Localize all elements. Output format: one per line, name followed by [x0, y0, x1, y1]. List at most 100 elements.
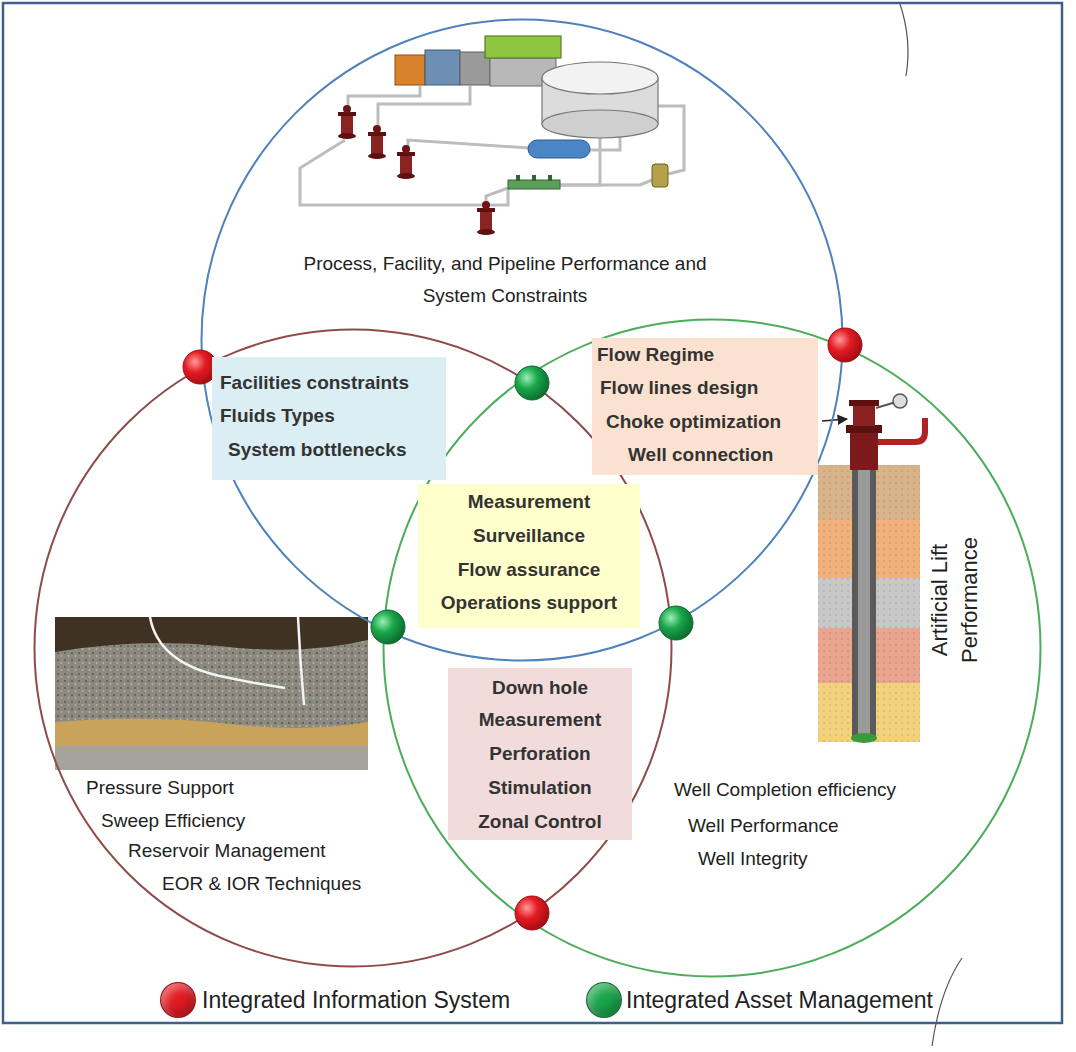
pipe	[348, 86, 420, 112]
text-slot: Facilities constraints	[220, 371, 409, 395]
green-junction-dot	[659, 606, 693, 640]
wellhead-symbol	[397, 145, 415, 179]
overlap-box: Facilities constraintsFluids TypesSystem…	[212, 357, 446, 480]
wellhead-symbol	[341, 114, 353, 136]
circle-caption: Process, Facility, and Pipeline Performa…	[275, 248, 735, 312]
frame-border	[3, 3, 1062, 1023]
wellhead-illustration	[853, 404, 875, 426]
wellhead-illustration	[846, 425, 882, 433]
circle-item: Pressure Support	[86, 772, 234, 804]
wellhead-symbol	[402, 145, 410, 153]
wellhead-symbol	[343, 105, 351, 113]
wellhead-symbol	[480, 210, 492, 232]
wellhead-illustration	[878, 418, 925, 442]
text-slot: Integrated Information System	[202, 986, 510, 1014]
text-slot: Perforation	[448, 742, 632, 766]
text-slot: Operations support	[418, 591, 640, 615]
circle-item: Artificial Lift Performance	[925, 505, 985, 695]
process-skid	[485, 36, 561, 58]
box-item: Fluids Types	[220, 404, 335, 428]
text-slot: Well Performance	[688, 810, 839, 842]
wellhead-symbol	[400, 154, 412, 176]
red-junction-dot	[515, 896, 549, 930]
wellbore-illustration	[852, 440, 876, 740]
wellhead-illustration	[849, 400, 879, 406]
circle-outline	[384, 320, 1041, 977]
text-slot: Flow Regime	[597, 343, 714, 367]
circle-item: Well Performance	[688, 810, 839, 842]
pipe	[378, 86, 470, 132]
box-item: Facilities constraints	[220, 371, 409, 395]
storage-tank	[542, 62, 658, 94]
wellbore-illustration	[858, 440, 870, 740]
wellhead-symbol	[368, 153, 386, 159]
box-item: Choke optimization	[606, 410, 781, 434]
wellhead-symbol	[482, 201, 490, 209]
reservoir-illustration	[150, 617, 285, 688]
text-slot: Flow assurance	[418, 558, 640, 582]
box-item: Operations support	[441, 591, 617, 615]
text-slot: Sweep Efficiency	[101, 805, 245, 837]
box-item: Flow Regime	[597, 343, 714, 367]
green-junction-dot	[515, 366, 549, 400]
legend-label: Integrated Asset Management	[626, 986, 933, 1014]
box-item: Stimulation	[488, 776, 591, 800]
red-junction-dot	[183, 350, 217, 384]
box-item: Flow assurance	[458, 558, 601, 582]
process-skid	[425, 50, 460, 85]
text-slot: Surveillance	[418, 524, 640, 548]
wellhead-symbol	[368, 125, 386, 159]
wellhead-symbol	[338, 105, 356, 139]
reservoir-illustration	[55, 617, 368, 652]
overlap-box: Flow RegimeFlow lines designChoke optimi…	[592, 338, 818, 475]
text-slot: Stimulation	[448, 776, 632, 800]
box-item: Zonal Control	[478, 810, 601, 834]
small-tank	[652, 164, 668, 187]
reservoir-illustration	[55, 617, 368, 770]
text-slot: Zonal Control	[448, 810, 632, 834]
manifold	[508, 175, 560, 189]
pipe	[408, 140, 530, 152]
reservoir-illustration	[298, 617, 304, 705]
text-slot: Integrated Asset Management	[626, 986, 933, 1014]
scan-mark	[900, 4, 908, 76]
process-skid	[395, 55, 425, 85]
circle-item: Reservoir Management	[128, 835, 325, 867]
storage-tank	[542, 62, 658, 138]
wellhead-illustration	[893, 394, 907, 408]
pipe	[300, 140, 508, 205]
box-item: System bottlenecks	[228, 438, 406, 462]
circle-item: EOR & IOR Techniques	[162, 868, 361, 900]
circle-outline	[35, 330, 672, 967]
text-slot: Well connection	[628, 443, 773, 467]
wellhead-illustration	[850, 430, 878, 470]
wellbore-illustration	[818, 440, 920, 743]
text-slot: Well Completion efficiency	[674, 774, 896, 806]
text-slot: Flow lines design	[600, 376, 758, 400]
manifold	[532, 175, 536, 181]
wellhead-symbol	[477, 229, 495, 235]
circle-item: Well Completion efficiency	[674, 774, 896, 806]
text-slot: EOR & IOR Techniques	[162, 868, 361, 900]
process-skid	[395, 36, 561, 86]
pointer-arrow	[822, 419, 847, 421]
legend-swatch	[586, 982, 622, 1018]
wellhead-symbol	[373, 125, 381, 133]
box-item: Perforation	[489, 742, 590, 766]
circle-item: Well Integrity	[698, 843, 807, 875]
circle-outline	[202, 20, 843, 661]
overlap-box: MeasurementSurveillanceFlow assuranceOpe…	[418, 484, 640, 628]
box-item: Surveillance	[473, 524, 585, 548]
overlap-box: Down hole MeasurementPerforationStimulat…	[448, 668, 632, 840]
text-slot: Fluids Types	[220, 404, 335, 428]
reservoir-illustration	[55, 746, 368, 770]
text-slot: Choke optimization	[606, 410, 781, 434]
pipe	[560, 180, 652, 185]
wellhead-symbol	[397, 173, 415, 179]
legend-swatch	[160, 982, 196, 1018]
green-junction-dot	[371, 610, 405, 644]
text-slot: Measurement	[418, 490, 640, 514]
text-slot: Artificial Lift Performance	[925, 505, 985, 695]
text-slot: Pressure Support	[86, 772, 234, 804]
text-slot: Well Integrity	[698, 843, 807, 875]
